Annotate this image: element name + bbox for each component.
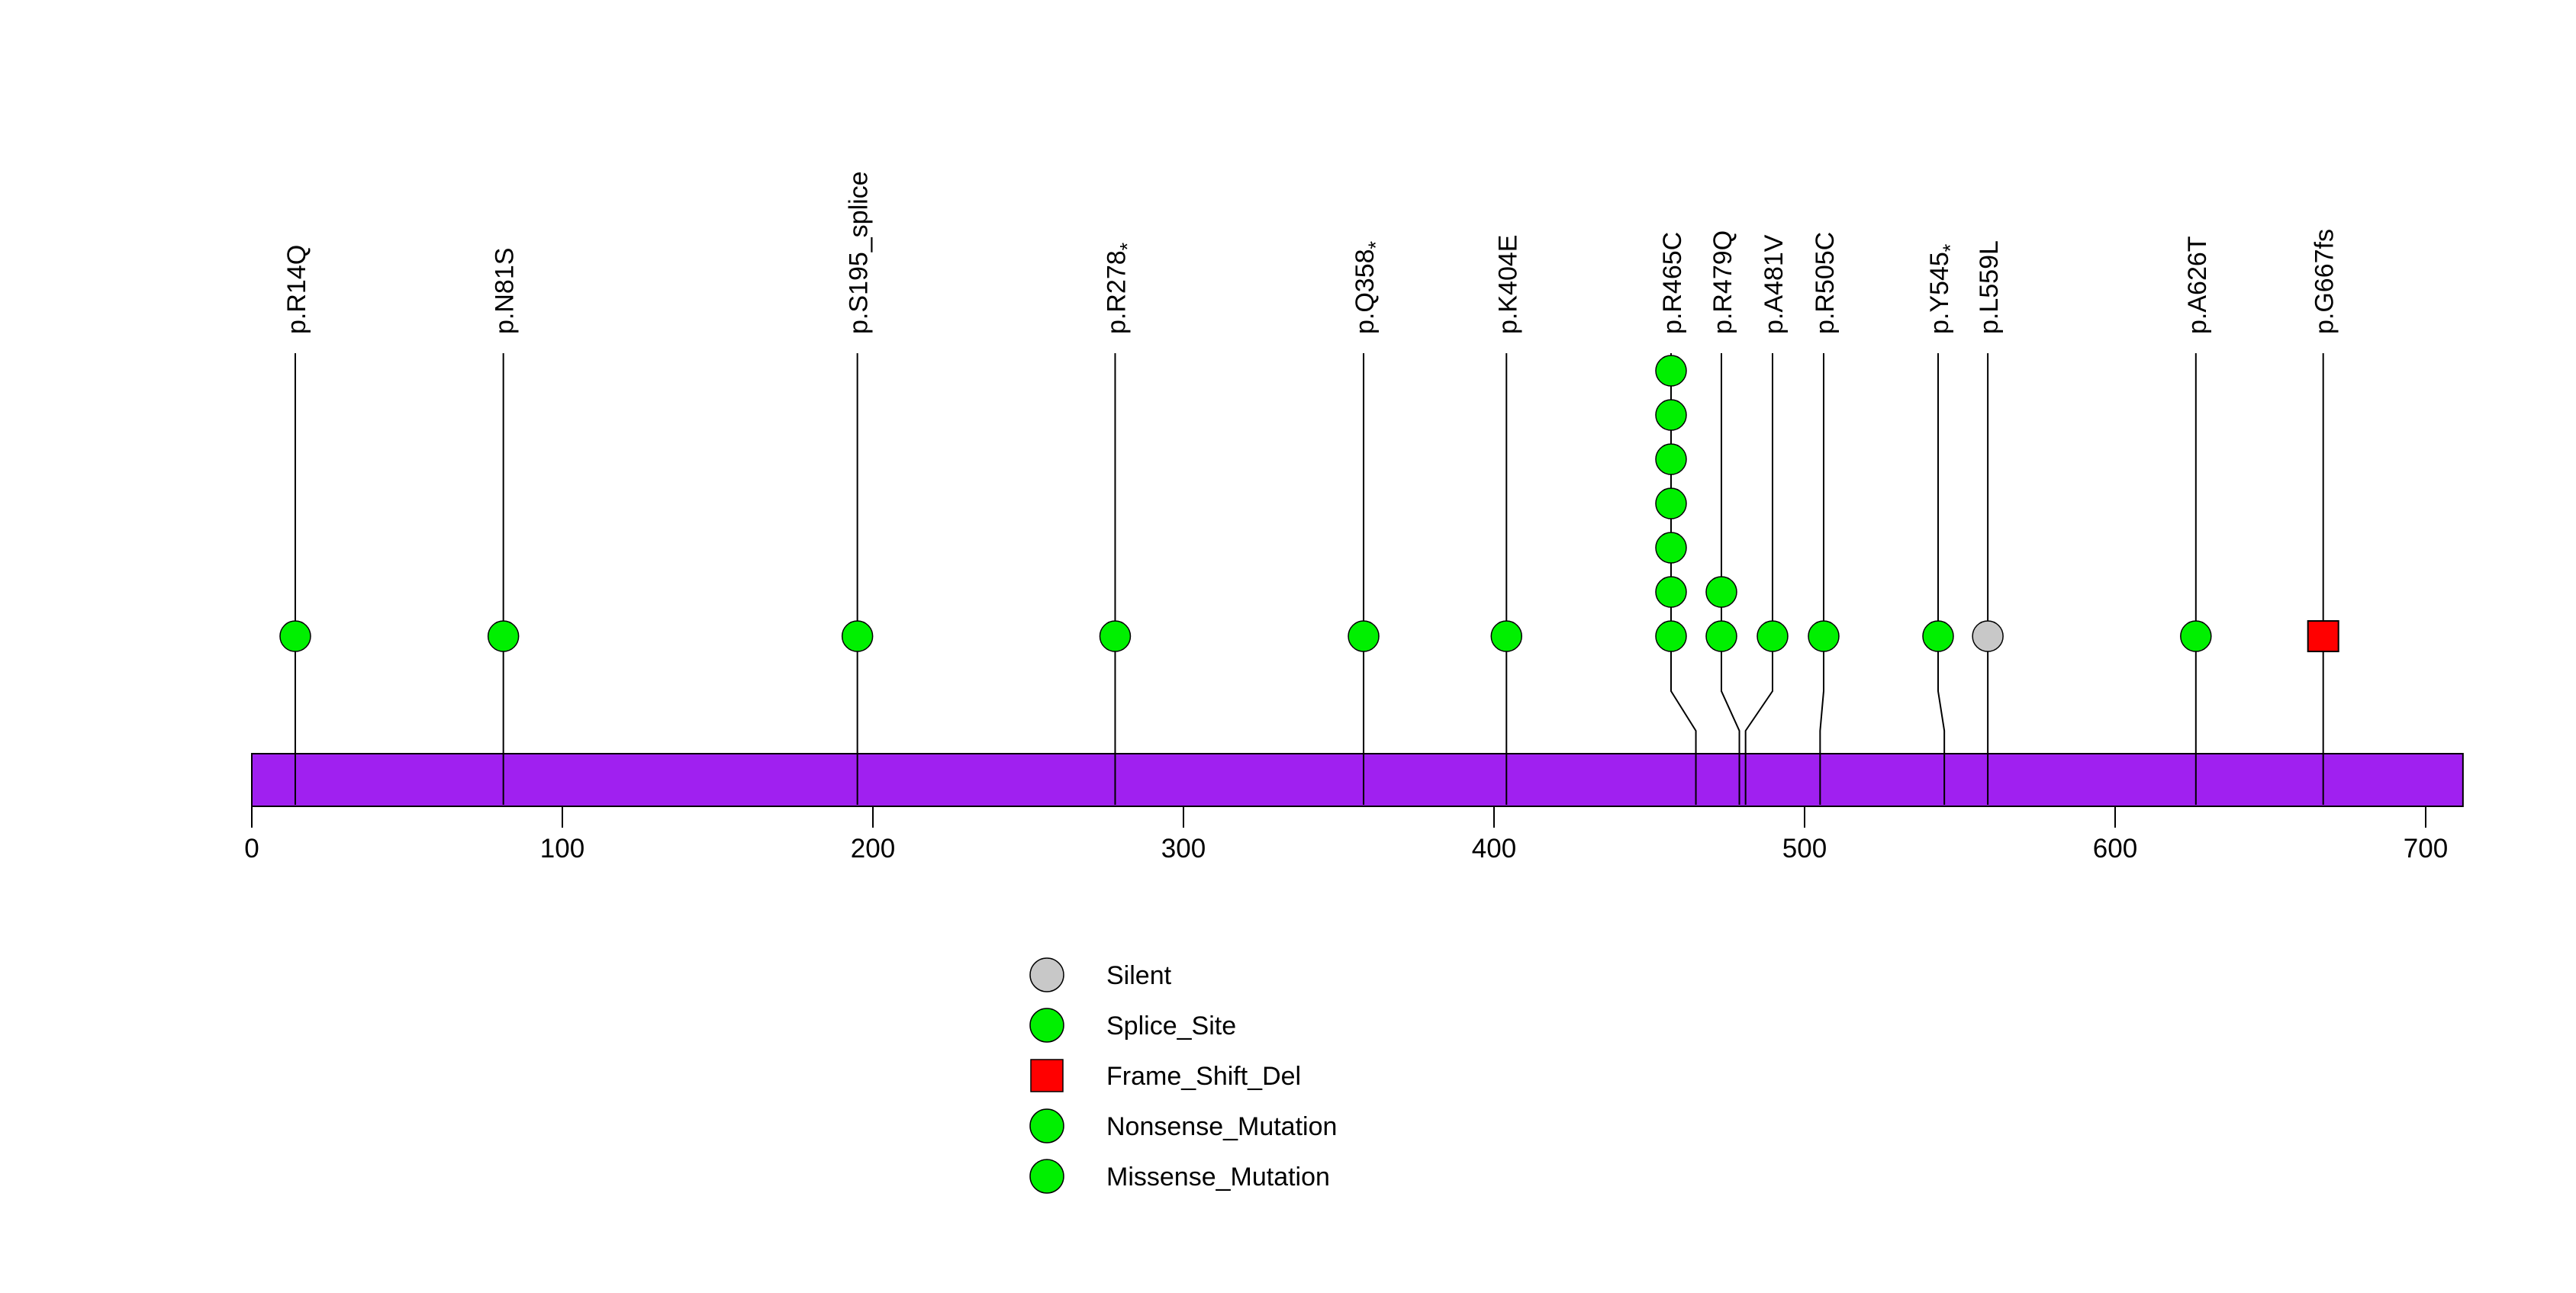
legend-label: Frame_Shift_Del — [1106, 1062, 1301, 1091]
mutation-marker — [1490, 620, 1523, 652]
mutation-marker — [1655, 576, 1687, 608]
stop-codon-asterisk: * — [1939, 243, 1962, 252]
mutation-marker — [2180, 620, 2212, 652]
lollipop-stem — [1670, 353, 1697, 805]
mutation-marker — [1922, 620, 1954, 652]
mutation-marker — [2307, 620, 2339, 652]
mutation-marker — [1348, 620, 1380, 652]
legend-label: Silent — [1106, 961, 1172, 990]
mutation-marker — [279, 620, 311, 652]
mutation-label: p.A626T — [2183, 236, 2212, 334]
mutation-marker — [487, 620, 520, 652]
mutation-marker — [1705, 576, 1737, 608]
axis-tick-label: 0 — [244, 834, 259, 864]
mutation-marker — [841, 620, 874, 652]
mutation-label: p.A481V — [1760, 234, 1789, 334]
lollipop-stem — [1937, 353, 1946, 805]
stop-codon-asterisk: * — [1116, 242, 1138, 250]
mutation-label: p.L559L — [1975, 240, 2004, 334]
mutation-marker — [1655, 443, 1687, 475]
axis-tick-label: 700 — [2404, 834, 2448, 864]
mutation-marker — [1705, 620, 1737, 652]
mutation-label: p.N81S — [491, 248, 520, 334]
axis-tick-label: 500 — [1782, 834, 1827, 864]
legend-label: Missense_Mutation — [1106, 1163, 1330, 1192]
mutation-label: p.S195_splice — [845, 171, 874, 334]
legend-label: Splice_Site — [1106, 1012, 1236, 1041]
mutation-marker — [1808, 620, 1840, 652]
mutation-label: p.Y545* — [1925, 243, 1962, 334]
mutation-marker — [1972, 620, 2004, 652]
mutation-label: p.R479Q — [1708, 230, 1737, 334]
legend-marker — [1029, 957, 1064, 992]
mutation-marker — [1655, 620, 1687, 652]
legend-marker — [1029, 1159, 1064, 1194]
axis-tick-label: 600 — [2093, 834, 2137, 864]
mutation-marker — [1655, 355, 1687, 387]
axis-tick-label: 200 — [851, 834, 895, 864]
mutation-label: p.R278* — [1102, 242, 1138, 334]
legend-marker — [1029, 1108, 1064, 1143]
axis-tick-label: 300 — [1161, 834, 1206, 864]
mutation-label: p.R465C — [1658, 232, 1687, 334]
axis-tick-label: 100 — [540, 834, 584, 864]
axis-tick-label: 400 — [1472, 834, 1516, 864]
mutation-label: p.R14Q — [282, 245, 311, 334]
lollipop-stem — [1744, 353, 1773, 805]
legend-label: Nonsense_Mutation — [1106, 1112, 1337, 1141]
mutation-marker — [1757, 620, 1789, 652]
mutation-marker — [1099, 620, 1132, 652]
mutation-label: p.G667fs — [2310, 229, 2339, 334]
mutation-label: p.K404E — [1493, 235, 1522, 334]
mutation-marker — [1655, 532, 1687, 564]
protein-bar — [251, 753, 2464, 807]
legend-marker — [1030, 1059, 1064, 1092]
lollipop-stem — [1721, 353, 1740, 805]
stop-codon-asterisk: * — [1364, 240, 1387, 249]
mutation-marker — [1655, 487, 1687, 519]
mutation-label: p.R505C — [1811, 232, 1840, 334]
mutation-marker — [1655, 399, 1687, 431]
mutation-label: p.Q358* — [1351, 240, 1387, 334]
lollipop-stem — [1819, 353, 1824, 805]
legend-marker — [1029, 1008, 1064, 1043]
